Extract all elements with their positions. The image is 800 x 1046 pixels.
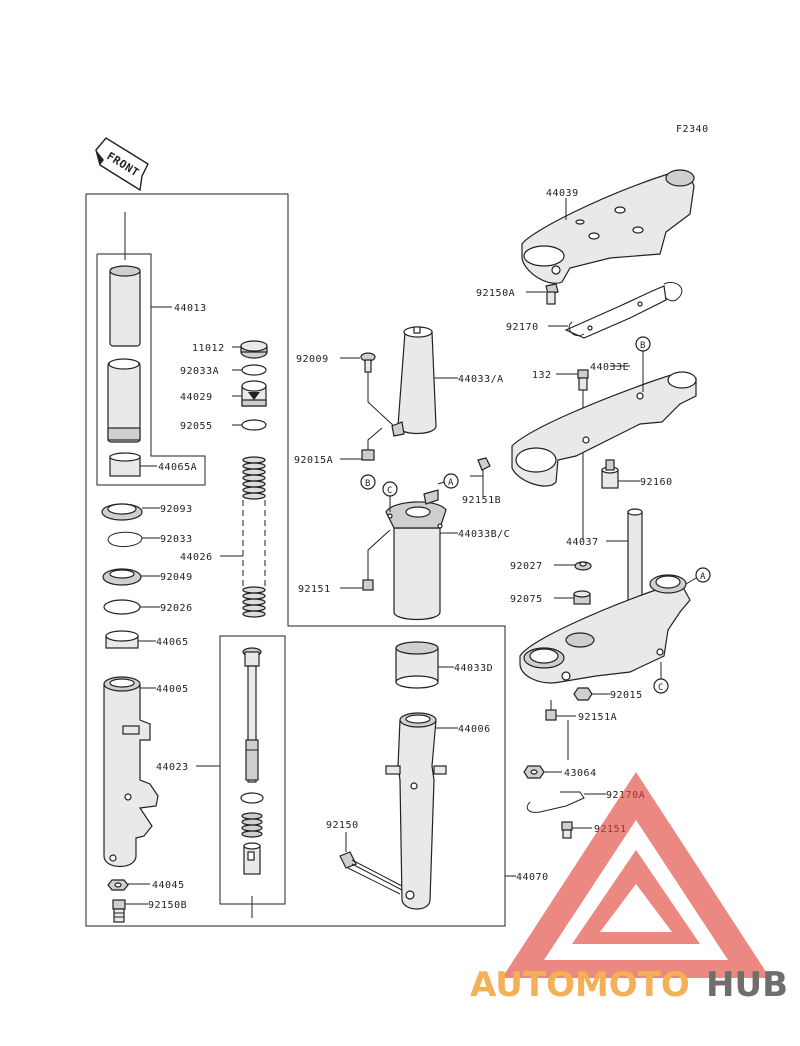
part-44065 <box>105 630 139 649</box>
part-44039 <box>521 169 695 284</box>
front-arrow-icon: FRONT <box>95 137 149 192</box>
part-44005 <box>103 676 159 868</box>
ref-b-label-1: B <box>365 479 370 489</box>
label-92160: 92160 <box>640 477 673 488</box>
label-92049: 92049 <box>160 572 193 583</box>
part-44045 <box>107 879 129 891</box>
label-92151A: 92151A <box>578 712 617 723</box>
label-44070: 44070 <box>516 872 549 883</box>
part-92151 <box>362 529 391 591</box>
label-92093: 92093 <box>160 504 193 515</box>
part-44037 <box>519 508 691 684</box>
automotohub-logo: AUTOMOTO HUB <box>470 772 788 1005</box>
label-43064: 43064 <box>564 768 597 779</box>
label-44013: 44013 <box>174 303 207 314</box>
part-44029 <box>241 380 267 407</box>
part-92151A <box>545 700 557 721</box>
label-44039: 44039 <box>546 188 579 199</box>
part-92151-right <box>561 821 573 839</box>
ref-b-marker <box>360 474 376 490</box>
part-92150A <box>545 283 559 305</box>
part-44013 <box>107 265 141 443</box>
part-92027 <box>574 561 592 571</box>
part-92075 <box>573 590 591 605</box>
label-44026: 44026 <box>180 552 213 563</box>
part-92170 <box>564 282 683 339</box>
part-11012 <box>240 340 268 359</box>
label-44065A: 44065A <box>158 462 197 473</box>
part-44033E <box>511 371 697 487</box>
label-92170: 92170 <box>506 322 539 333</box>
label-92055: 92055 <box>180 421 213 432</box>
part-92033 <box>107 531 143 547</box>
part-44023 <box>240 647 264 875</box>
ref-b-label-2: B <box>640 341 645 351</box>
ref-a-marker <box>443 473 459 489</box>
ref-c-label-1: C <box>387 486 392 496</box>
figure-code: F2340 <box>676 124 709 135</box>
part-44033D <box>395 641 439 689</box>
part-132 <box>577 369 589 391</box>
label-92150: 92150 <box>326 820 359 831</box>
part-44033A <box>391 326 437 437</box>
part-92015A <box>361 427 383 461</box>
label-92026: 92026 <box>160 603 193 614</box>
ref-a-label-2: A <box>700 572 706 582</box>
label-92015A: 92015A <box>294 455 333 466</box>
part-92033A <box>241 364 267 376</box>
label-92033: 92033 <box>160 534 193 545</box>
part-92160 <box>601 459 619 489</box>
label-44033E: 44033E <box>590 362 629 373</box>
logo-text-automoto: AUTOMOTO <box>470 965 690 1005</box>
part-92026 <box>103 599 141 615</box>
label-132: 132 <box>532 370 552 381</box>
label-92033A: 92033A <box>180 366 219 377</box>
label-44023: 44023 <box>156 762 189 773</box>
label-44045: 44045 <box>152 880 185 891</box>
label-92151B: 92151B <box>462 495 501 506</box>
label-11012: 11012 <box>192 343 225 354</box>
part-92009 <box>360 352 376 373</box>
label-92075: 92075 <box>510 594 543 605</box>
part-44006 <box>385 712 447 910</box>
fork-assembly-outline <box>85 193 506 927</box>
ref-c-label-2: C <box>658 683 663 693</box>
label-44037: 44037 <box>566 537 599 548</box>
part-43064 <box>523 765 545 779</box>
label-92009: 92009 <box>296 354 329 365</box>
label-92150B: 92150B <box>148 900 187 911</box>
label-44029: 44029 <box>180 392 213 403</box>
part-92150 <box>339 851 403 895</box>
part-92151B <box>470 457 491 480</box>
label-92027: 92027 <box>510 561 543 572</box>
part-44026-spring <box>242 456 266 618</box>
ref-a-label-1: A <box>448 478 454 488</box>
damper-group-outline <box>96 253 206 486</box>
part-92150B <box>112 899 126 923</box>
label-92151: 92151 <box>298 584 331 595</box>
part-44033BC <box>385 489 447 621</box>
label-92015: 92015 <box>610 690 643 701</box>
label-44006: 44006 <box>458 724 491 735</box>
part-92055 <box>241 419 267 431</box>
label-44033D: 44033D <box>454 663 493 674</box>
logo-text-hub: HUB <box>706 965 788 1005</box>
label-44033A: 44033/A <box>458 374 504 385</box>
part-92093 <box>101 503 143 521</box>
label-44033BC: 44033B/C <box>458 529 510 540</box>
label-92150A: 92150A <box>476 288 515 299</box>
label-44065: 44065 <box>156 637 189 648</box>
part-44065A <box>109 452 141 477</box>
part-92049 <box>102 568 142 586</box>
part-92170A <box>526 791 585 813</box>
ref-a-marker-2 <box>695 567 711 583</box>
part-92015 <box>573 687 593 701</box>
label-44005: 44005 <box>156 684 189 695</box>
